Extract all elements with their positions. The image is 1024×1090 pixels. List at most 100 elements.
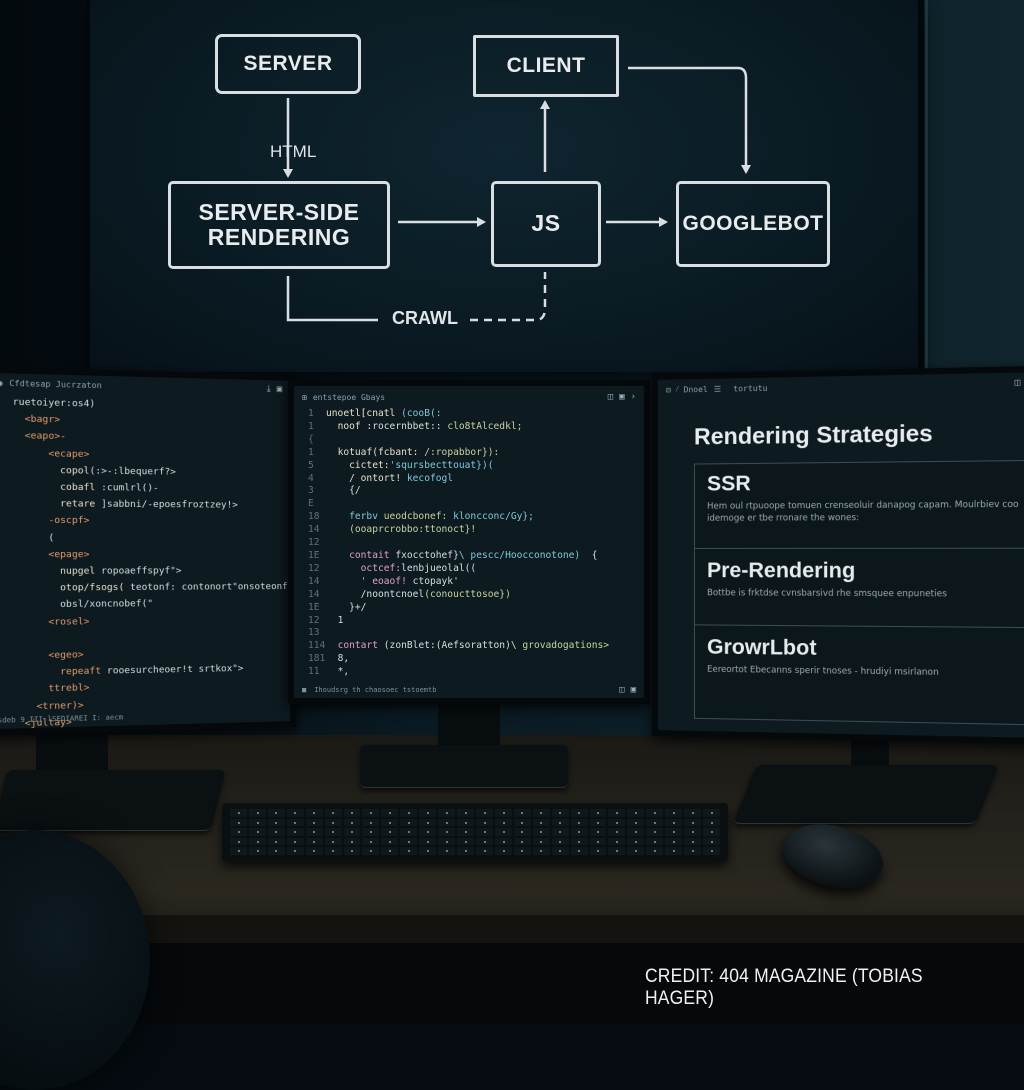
download-icon[interactable]: ⤓ xyxy=(266,384,271,395)
code-token: lenbjueolal(( xyxy=(401,562,477,574)
key xyxy=(381,847,399,855)
code-token: kloncconc/Gy}; xyxy=(447,511,534,523)
line-number: 18 xyxy=(308,511,320,523)
code-token: ( xyxy=(48,531,55,544)
key xyxy=(513,847,531,855)
diagram-screen xyxy=(86,0,928,372)
key xyxy=(248,828,266,836)
menu-icon[interactable]: ☰ xyxy=(713,384,722,394)
line-number: 1 xyxy=(308,446,314,458)
browser-tab-title[interactable]: Dnoel xyxy=(683,384,708,394)
key xyxy=(570,847,588,855)
html-edge-label: HTML xyxy=(270,142,317,161)
code-line: 12 xyxy=(308,537,644,550)
window-icon[interactable]: ▣ xyxy=(276,384,283,395)
code-line: 12 1 xyxy=(308,615,644,628)
key xyxy=(551,837,569,846)
key xyxy=(646,828,664,836)
key xyxy=(267,837,285,846)
key xyxy=(248,809,266,817)
key xyxy=(589,828,607,836)
panel-icon[interactable]: ◫ xyxy=(619,685,625,695)
card-title: SSR xyxy=(707,472,751,496)
key xyxy=(343,818,361,827)
line-number: 1 xyxy=(0,394,13,411)
key xyxy=(381,809,399,817)
code-line: E xyxy=(308,498,644,511)
edit-icon[interactable]: ⁄ xyxy=(674,384,680,394)
key xyxy=(703,828,720,836)
line-number: 1 xyxy=(0,479,13,496)
code-line: 1 noof :rocernbbet:: clo8tAlcedkl; xyxy=(308,421,644,434)
key xyxy=(286,818,304,827)
ssr-label-line1: SERVER-SIDE xyxy=(198,198,360,225)
key xyxy=(703,847,720,855)
code-line: { xyxy=(308,434,644,447)
key xyxy=(230,809,247,817)
key xyxy=(608,818,626,827)
back-icon[interactable]: ⊟ xyxy=(665,385,671,395)
key xyxy=(494,809,512,817)
line-number: 9 xyxy=(0,428,13,445)
key xyxy=(381,837,399,846)
code-line: 14 ' eoaof! ctopayk' xyxy=(308,576,644,589)
left-editor-title: Cfdtesap Jucrzaton xyxy=(9,378,102,390)
key xyxy=(457,837,474,846)
editor-app-icon: ◉ xyxy=(0,377,3,388)
code-token: ferbv xyxy=(349,511,384,523)
key xyxy=(475,818,493,827)
code-token: contart xyxy=(337,640,384,652)
key xyxy=(532,828,550,836)
code-token: ropoaeffspyf"> xyxy=(95,565,182,577)
window-icon[interactable]: ▣ xyxy=(619,392,625,402)
key xyxy=(438,828,456,836)
code-token: ]sabbni/-epoesfroztzey!> xyxy=(95,498,238,511)
key xyxy=(551,828,569,836)
key xyxy=(248,818,266,827)
ssr-node: SERVER-SIDE RENDERING xyxy=(168,181,390,269)
line-number: 1E xyxy=(308,549,320,561)
key xyxy=(494,828,512,836)
line-number: 181 xyxy=(308,653,326,665)
line-number: { xyxy=(308,433,314,445)
line-number: 3 xyxy=(308,485,314,497)
key xyxy=(457,809,474,817)
split-icon[interactable]: ◫ xyxy=(607,392,614,402)
code-token: cictet: xyxy=(349,459,390,471)
line-number: 4 xyxy=(308,472,314,484)
code-token: 1 xyxy=(337,614,344,626)
code-token: nupgel xyxy=(60,565,96,577)
code-token: noof xyxy=(337,420,361,432)
code-token: <ecape> xyxy=(48,447,90,460)
key xyxy=(400,818,418,827)
code-token: /:ropabbor}): xyxy=(418,446,500,458)
key xyxy=(324,837,342,846)
window-icon[interactable]: ▣ xyxy=(630,685,636,695)
code-token: \ pescc/Hoocconotone) xyxy=(458,549,581,561)
left-code-area[interactable]: 1ruetoiyer:os4)1 <bagr>9 <eapo>-4 <ecape… xyxy=(0,392,290,729)
key xyxy=(286,809,304,817)
line-number: 9 xyxy=(0,564,13,581)
key xyxy=(267,847,285,855)
code-token: (ooaprcrobbo:ttonoct}! xyxy=(349,524,477,536)
line-number: 5 xyxy=(308,459,314,471)
code-token: obsl/xoncnobef(" xyxy=(60,598,154,611)
more-icon[interactable]: › xyxy=(630,392,636,402)
key xyxy=(475,847,493,855)
strategy-card-googlebot[interactable]: GrowrLbot Eereortot Ebecanns sperir tnos… xyxy=(693,624,1024,726)
split-icon[interactable]: ◫ xyxy=(1014,377,1021,389)
line-number: r xyxy=(0,665,13,682)
key xyxy=(230,837,247,846)
key xyxy=(513,818,531,827)
key xyxy=(419,828,437,836)
line-number: 14 xyxy=(308,575,320,587)
key xyxy=(475,837,493,846)
key xyxy=(627,809,645,817)
line-number: 3 xyxy=(0,614,13,631)
right-monitor-base xyxy=(733,765,999,824)
code-token: ruetoiyer:os4) xyxy=(12,396,96,410)
code-line: 11 *, xyxy=(308,666,644,679)
left-editor-screen: ◉ Cfdtesap Jucrzaton ⤓▣ 1ruetoiyer:os4)1… xyxy=(0,372,291,730)
code-token: }+/ xyxy=(349,601,367,613)
